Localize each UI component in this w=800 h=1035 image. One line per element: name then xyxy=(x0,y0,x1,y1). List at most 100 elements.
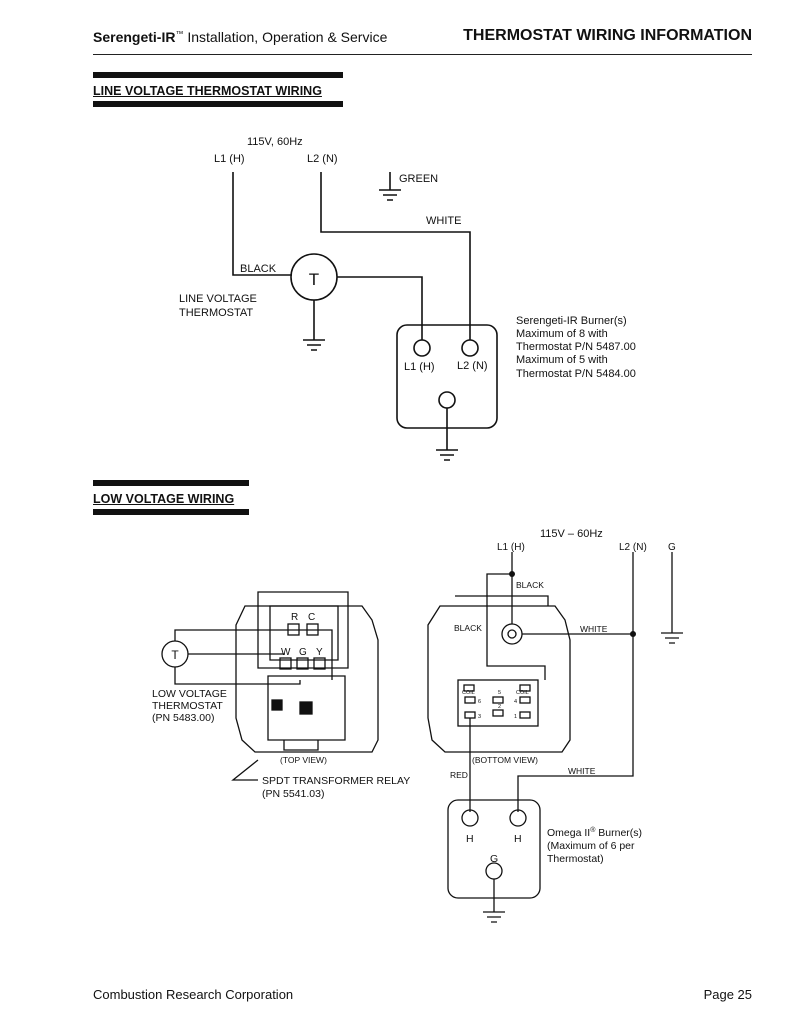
lv-burner-note-2: Maximum of 8 with xyxy=(516,328,608,340)
section-title-line-voltage: LINE VOLTAGE THERMOSTAT WIRING xyxy=(93,72,343,107)
lv-burner-l1-label: L1 (H) xyxy=(404,361,435,373)
header-subtitle: Installation, Operation & Service xyxy=(183,29,388,45)
relay-pin-5: 5 xyxy=(498,690,501,696)
burner-terminal-ground xyxy=(438,391,456,409)
relay-body xyxy=(267,675,346,741)
omega-terminal-h1 xyxy=(461,809,479,827)
lv-l1-label: L1 (H) xyxy=(214,153,245,165)
lvw-red-label: RED xyxy=(450,770,468,780)
lv-burner-note-3: Thermostat P/N 5487.00 xyxy=(516,341,636,353)
lv-burner-note-5: Thermostat P/N 5484.00 xyxy=(516,368,636,380)
terminal-w-label: W xyxy=(281,647,291,658)
omega-h1-label: H xyxy=(466,833,474,845)
relay-part xyxy=(271,699,283,711)
relay-pin-2: 2 xyxy=(498,704,501,710)
lv-thermostat-label-2: THERMOSTAT xyxy=(179,307,253,319)
terminal-g-label: G xyxy=(299,647,307,658)
relay-pin-block xyxy=(457,679,539,727)
header-title: Serengeti-IR™ Installation, Operation & … xyxy=(93,29,387,45)
omega-note-1: Omega II® Burner(s) xyxy=(547,826,642,839)
terminal-y xyxy=(313,657,326,670)
omega-note-2: (Maximum of 6 per xyxy=(547,840,635,852)
lvw-white-bottom: WHITE xyxy=(568,766,596,776)
lv-white-label: WHITE xyxy=(426,215,461,227)
ground-icon xyxy=(303,339,325,351)
relay-base-plate-right xyxy=(427,605,571,753)
terminal-c-label: C xyxy=(308,612,315,623)
relay-part xyxy=(299,701,313,715)
relay-pin-coil-left: COIL xyxy=(462,690,475,696)
header-section: THERMOSTAT WIRING INFORMATION xyxy=(463,27,752,44)
lv-burner-note-4: Maximum of 5 with xyxy=(516,354,608,366)
lv-black-label: BLACK xyxy=(240,263,277,275)
terminal-r-label: R xyxy=(291,612,298,623)
lv-l2-label: L2 (N) xyxy=(307,153,338,165)
relay-label-2: (PN 5541.03) xyxy=(262,788,324,800)
relay-clip xyxy=(283,740,319,751)
black-wire xyxy=(232,172,292,276)
relay-base-top xyxy=(455,595,549,606)
low-voltage-diagram xyxy=(161,552,683,923)
relay-pin-3: 3 xyxy=(478,714,481,720)
white-wire xyxy=(517,552,634,812)
lv-thermostat-t: T xyxy=(309,270,319,289)
lv-burner-l2-label: L2 (N) xyxy=(457,360,488,372)
lvw-thermostat-label-2: THERMOSTAT xyxy=(152,700,223,712)
section-title-low-voltage: LOW VOLTAGE WIRING xyxy=(93,480,249,515)
relay-pin-4: 4 xyxy=(514,699,517,705)
relay-label-1: SPDT TRANSFORMER RELAY xyxy=(262,775,410,787)
top-view-label: (TOP VIEW) xyxy=(280,755,327,765)
lvw-thermostat-t: T xyxy=(171,648,179,662)
footer-company: Combustion Research Corporation xyxy=(93,987,294,1002)
relay-pointer xyxy=(231,759,259,781)
ground-icon xyxy=(436,408,458,461)
lvw-g-label: G xyxy=(668,542,676,553)
omega-reg: ® xyxy=(590,826,596,834)
pin xyxy=(492,709,504,717)
terminal-w xyxy=(279,657,292,670)
pin xyxy=(464,696,476,704)
lvw-thermostat-label-1: LOW VOLTAGE xyxy=(152,688,227,700)
thermostat-g-wire xyxy=(174,667,301,685)
omega-g-label: G xyxy=(490,853,498,865)
bottom-view-label: (BOTTOM VIEW) xyxy=(472,755,538,765)
omega-terminal-g xyxy=(485,862,503,880)
ground-icon xyxy=(483,879,505,923)
omega-terminal-h2 xyxy=(509,809,527,827)
burner-terminal-l2 xyxy=(461,339,479,357)
thermostat-r-wire xyxy=(174,629,333,680)
pin xyxy=(463,684,475,692)
lv-thermostat-label-1: LINE VOLTAGE xyxy=(179,293,257,305)
lv-burner-note-1: Serengeti-IR Burner(s) xyxy=(516,315,627,327)
omega-note-3: Thermostat) xyxy=(547,853,604,865)
relay-base-plate-left xyxy=(235,605,379,753)
footer-page: Page 25 xyxy=(703,987,752,1002)
lvw-l1-label: L1 (H) xyxy=(497,542,525,553)
relay-terminal-block xyxy=(269,605,339,661)
relay-center-terminal xyxy=(501,623,523,645)
lvw-black-left: BLACK xyxy=(454,623,482,633)
omega-burners: Burner(s) xyxy=(595,827,642,839)
header-brand: Serengeti-IR xyxy=(93,29,176,45)
pin xyxy=(519,684,531,692)
trademark: ™ xyxy=(175,29,184,39)
relay-pin-6: 6 xyxy=(478,699,481,705)
lvw-supply-label: 115V – 60Hz xyxy=(540,528,603,540)
junction-dot xyxy=(509,571,515,577)
pin xyxy=(519,711,531,719)
lvw-thermostat-label-3: (PN 5483.00) xyxy=(152,712,214,724)
white-wire xyxy=(320,172,471,340)
relay-pin-coil-right: COIL xyxy=(516,690,529,696)
ground-icon xyxy=(661,552,683,644)
relay-center-terminal-inner xyxy=(507,629,517,639)
header-rule xyxy=(93,54,752,55)
relay-pin-1: 1 xyxy=(514,714,517,720)
line-voltage-diagram xyxy=(232,172,498,461)
ground-icon xyxy=(379,172,401,201)
pin xyxy=(464,711,476,719)
relay-top-housing xyxy=(257,591,349,669)
lv-green-label: GREEN xyxy=(399,173,438,185)
terminal-y-label: Y xyxy=(316,647,323,658)
burner-terminal-l1 xyxy=(413,339,431,357)
